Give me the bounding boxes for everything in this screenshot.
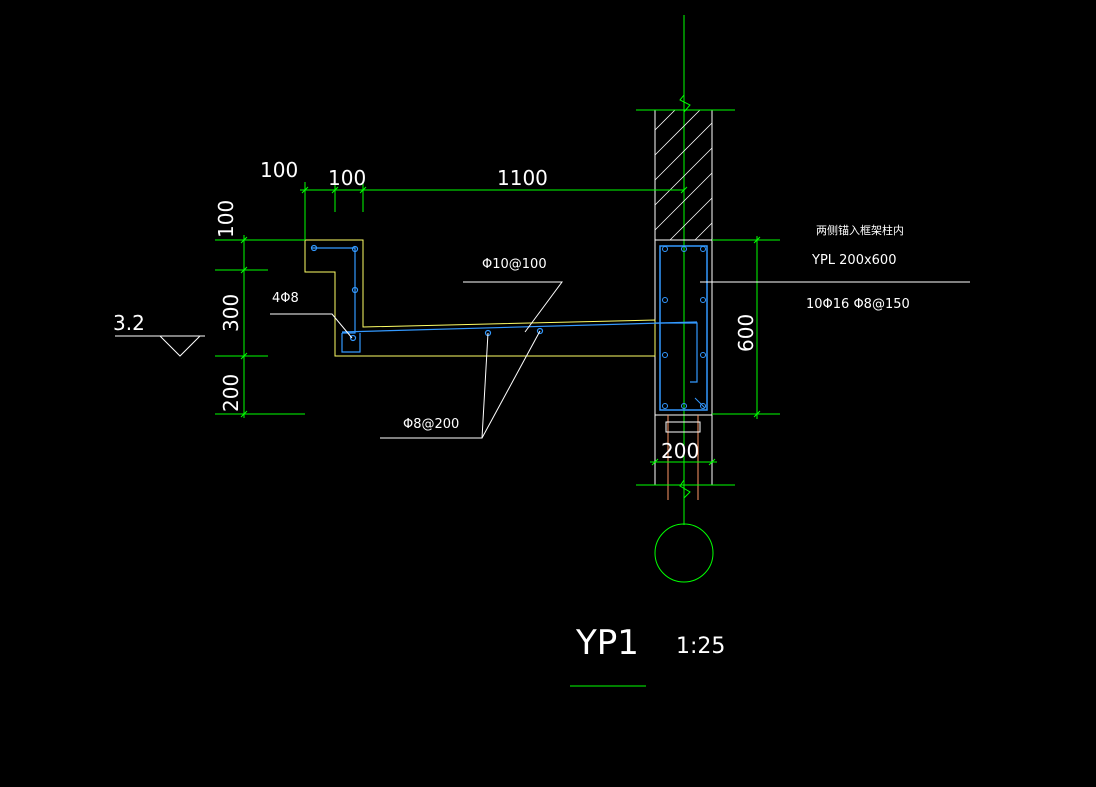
slab-top-rebar: Φ10@100 bbox=[482, 257, 547, 272]
beam-rebar: 10Φ16 Φ8@150 bbox=[806, 297, 910, 312]
canopy-outline bbox=[304, 239, 656, 357]
dim-top-left: 100 bbox=[260, 158, 298, 182]
dim-left-mid: 300 bbox=[219, 294, 243, 332]
dim-left-top: 100 bbox=[214, 200, 238, 238]
axis-bubble bbox=[654, 523, 714, 583]
elevation-value: 3.2 bbox=[113, 311, 145, 335]
upturn-rebar: 4Φ8 bbox=[272, 291, 299, 306]
drawing-scale: 1:25 bbox=[676, 634, 725, 659]
dim-top-span: 1100 bbox=[497, 166, 548, 190]
dim-top-mid: 100 bbox=[328, 166, 366, 190]
beam-id: YPL 200x600 bbox=[811, 253, 896, 268]
canopy-rebar bbox=[310, 244, 698, 353]
anchor-note: 两侧锚入框架柱内 bbox=[816, 223, 904, 237]
drawing-title: YP1 bbox=[575, 623, 639, 663]
dim-column-width: 200 bbox=[661, 439, 699, 463]
dim-left-bottom: 200 bbox=[219, 374, 243, 412]
slab-bottom-rebar: Φ8@200 bbox=[403, 417, 459, 432]
lower-column bbox=[636, 415, 735, 500]
column-axis bbox=[679, 15, 691, 525]
dimension-lines bbox=[215, 182, 780, 466]
leader-lines bbox=[270, 281, 970, 439]
elevation-marker bbox=[115, 335, 205, 357]
upper-column bbox=[636, 109, 735, 241]
dim-beam-height: 600 bbox=[734, 314, 758, 352]
